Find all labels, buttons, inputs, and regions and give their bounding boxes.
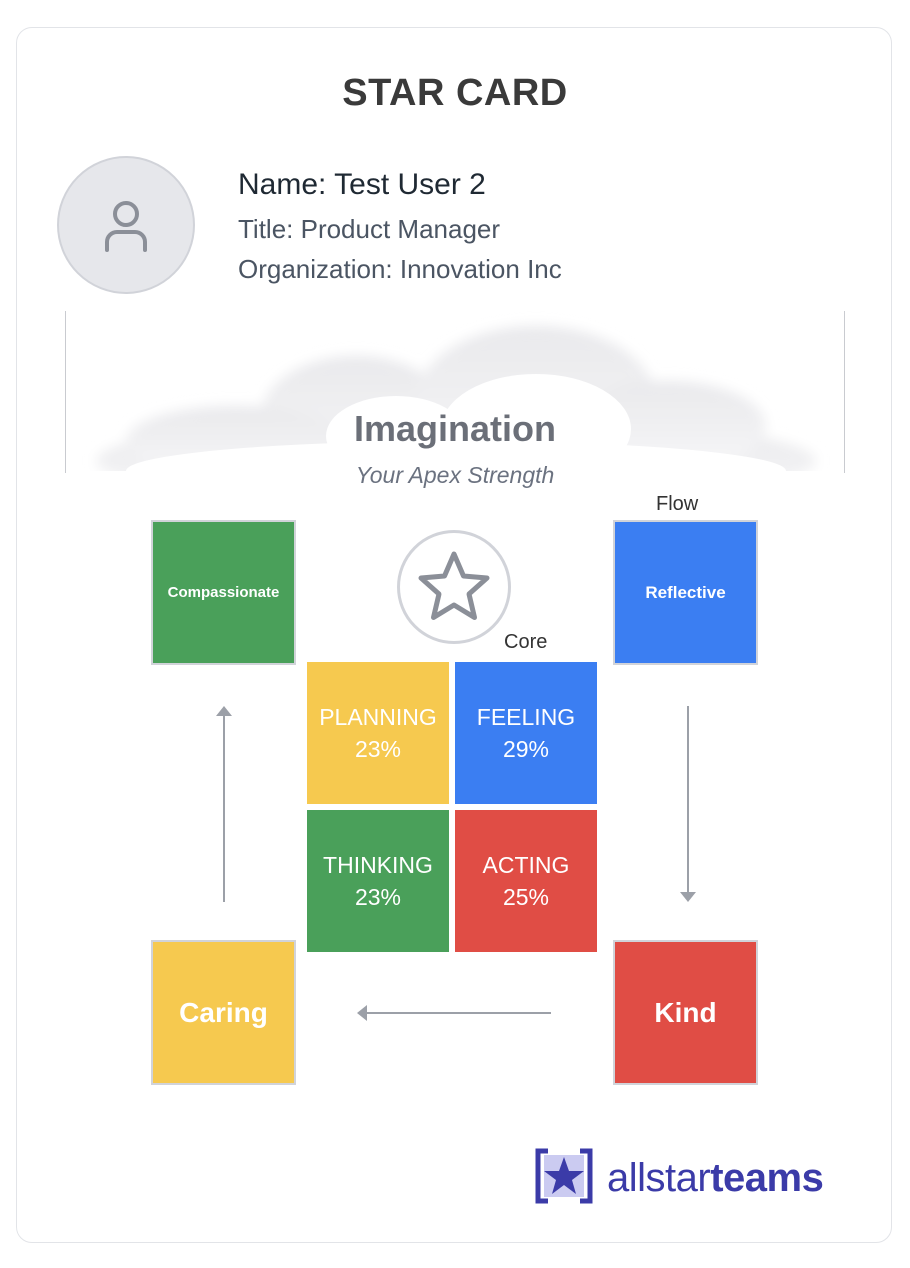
core-planning: PLANNING 23% — [307, 662, 449, 804]
core-planning-label: PLANNING — [319, 704, 437, 730]
core-planning-value: 23% — [354, 736, 402, 762]
apex-strength: Imagination — [353, 408, 556, 449]
allstarteams-logo-text: allstarteams — [607, 1156, 824, 1201]
apex-star-badge — [397, 530, 511, 644]
flow-label: Flow — [656, 493, 699, 515]
core-feeling: FEELING 29% — [455, 662, 597, 804]
cloud-background — [66, 311, 844, 471]
arrow-left-icon — [357, 1005, 551, 1021]
flow-label-compassionate: Compassionate — [167, 584, 280, 601]
core-feeling-value: 29% — [502, 736, 550, 762]
apex-subtitle: Your Apex Strength — [355, 462, 555, 488]
profile-name: Name: Test User 2 — [238, 168, 486, 201]
flow-label-kind: Kind — [654, 996, 717, 1028]
user-icon — [105, 201, 147, 252]
profile-title: Title: Product Manager — [238, 214, 501, 244]
arrow-up-icon — [216, 706, 232, 902]
flow-label-caring: Caring — [179, 996, 268, 1028]
flow-box-caring: Caring — [151, 940, 296, 1085]
star-icon — [418, 551, 490, 620]
core-thinking-label: THINKING — [323, 852, 433, 878]
core-feeling-label: FEELING — [476, 704, 576, 730]
profile-organization: Organization: Innovation Inc — [238, 254, 562, 284]
core-acting-value: 25% — [502, 884, 550, 910]
flow-box-kind: Kind — [613, 940, 758, 1085]
flow-label-reflective: Reflective — [645, 582, 726, 602]
core-acting: ACTING 25% — [455, 810, 597, 952]
arrow-down-icon — [680, 706, 696, 902]
flow-box-compassionate: Compassionate — [151, 520, 296, 665]
allstarteams-logo-icon — [535, 1148, 593, 1204]
core-thinking: THINKING 23% — [307, 810, 449, 952]
core-thinking-value: 23% — [354, 884, 402, 910]
logo-text-plain: allstar — [607, 1156, 711, 1200]
right-divider — [844, 311, 845, 473]
avatar — [57, 156, 195, 294]
logo-text-bold: teams — [710, 1156, 824, 1200]
core-acting-label: ACTING — [482, 852, 570, 878]
left-divider — [65, 311, 66, 473]
core-label: Core — [504, 631, 548, 653]
flow-box-reflective: Reflective — [613, 520, 758, 665]
card-title: STAR CARD — [342, 72, 568, 114]
